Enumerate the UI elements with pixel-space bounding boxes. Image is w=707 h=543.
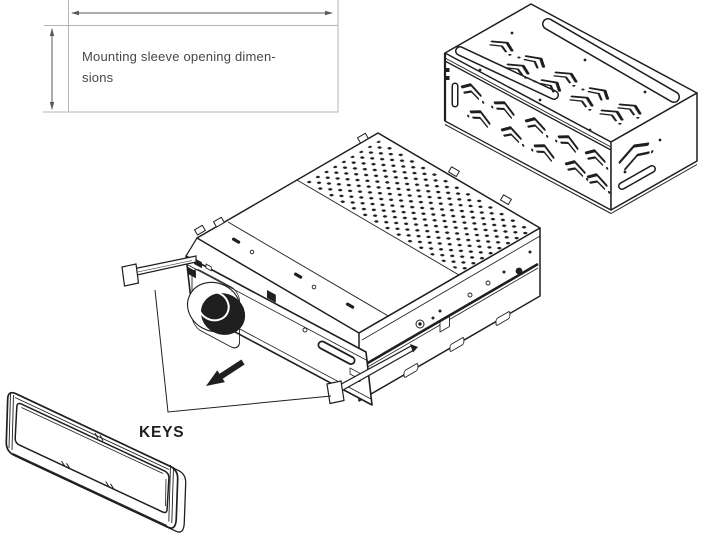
unit-perforation: [305, 140, 534, 272]
left-key-slot: [188, 267, 196, 279]
unit-bottom-cutouts: [403, 311, 511, 378]
sleeve-top-slots: [455, 18, 680, 103]
cd-slot: [317, 340, 356, 365]
ring-segment-ticks: [61, 432, 115, 490]
right-key-handle: [326, 380, 345, 405]
keys-leader-line: [154, 289, 332, 413]
head-unit-drawing: [185, 132, 541, 406]
note-line-2: sions: [82, 70, 114, 85]
unit-edge-tabs: [194, 132, 512, 236]
volume-knob: [187, 281, 246, 335]
unit-top-marks: [231, 237, 355, 309]
faceplate-button-2: [205, 263, 212, 272]
sleeve-right-cutout: [618, 142, 654, 171]
keys-label: KEYS: [139, 424, 184, 441]
sleeve-holes: [478, 31, 662, 174]
dimension-note-box: [68, 25, 339, 113]
unit-side-rail: [365, 262, 539, 366]
release-keys: KEYS: [121, 255, 418, 441]
right-release-key: [326, 344, 418, 405]
unit-side-holes: [415, 250, 532, 333]
mounting-sleeve-drawing: [443, 3, 698, 214]
left-release-key: [121, 255, 197, 287]
ring-inner-opening: [14, 402, 170, 514]
faceplate-connector: [267, 290, 276, 303]
ring-outer-face: [5, 391, 179, 529]
arrow-down-left-icon: [206, 359, 245, 386]
dimension-annotation: Mounting sleeve opening dimen- sions: [43, 0, 339, 113]
left-key-handle: [121, 263, 140, 287]
right-key-tip: [410, 344, 418, 353]
note-line-1: Mounting sleeve opening dimen-: [82, 49, 276, 64]
height-dimension-arrow-icon: [49, 28, 55, 110]
trim-ring-drawing: [5, 391, 187, 533]
width-dimension-arrow-icon: [71, 10, 333, 16]
